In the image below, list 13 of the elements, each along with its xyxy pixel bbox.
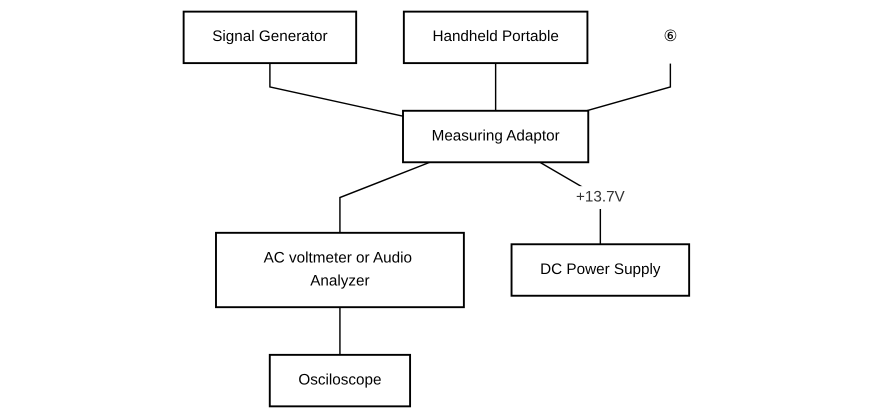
connector [495, 62, 497, 110]
connector [340, 306, 341, 354]
connector [270, 62, 404, 116]
node-box: Handheld Portable [403, 10, 589, 64]
node-box: Osciloscope [269, 353, 412, 407]
connector [586, 62, 672, 111]
connector [340, 161, 431, 232]
node-text: ⑥ [664, 28, 678, 45]
node-box: Measuring Adaptor [402, 109, 590, 163]
node-box: AC voltmeter or Audio Analyzer [215, 231, 466, 308]
node-box: DC Power Supply [510, 242, 690, 296]
edge-label: +13.7V [576, 188, 626, 205]
node-box: Signal Generator [183, 10, 358, 64]
